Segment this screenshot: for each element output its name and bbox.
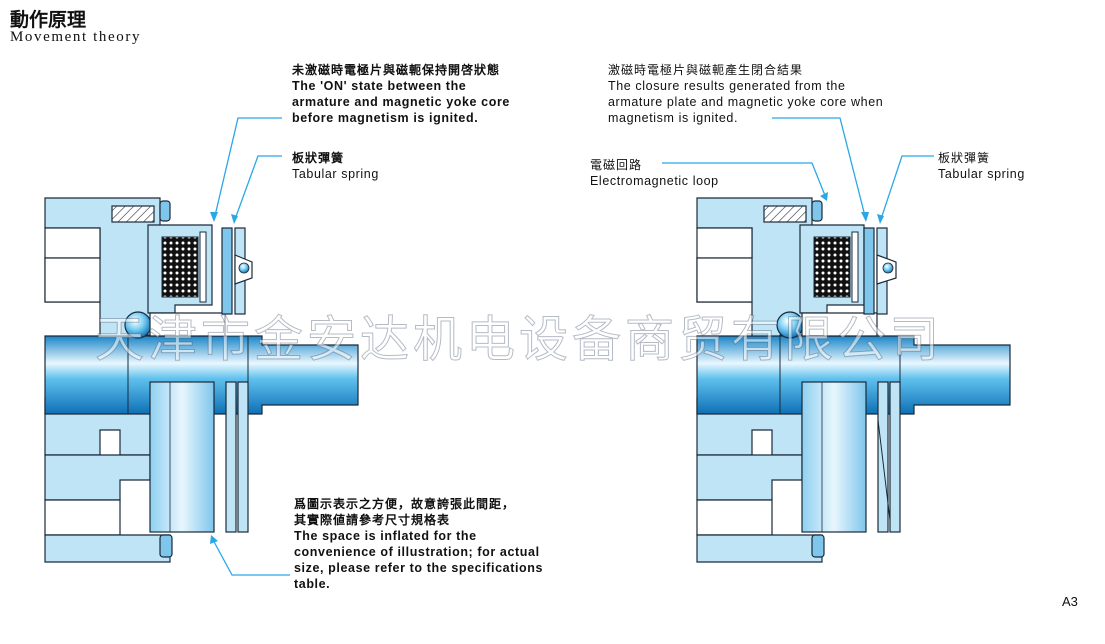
label-closure-en-2: armature plate and magnetic yoke core wh… <box>608 95 884 109</box>
label-loop-zh: 電磁回路 <box>590 158 643 172</box>
label-on-state-en-1: The 'ON' state between the <box>292 79 467 93</box>
label-space-note-zh-2: 其實際値請參考尺寸規格表 <box>294 513 451 527</box>
label-on-state-en-3: before magnetism is ignited. <box>292 111 479 125</box>
leader-lines <box>210 117 934 576</box>
page-number: A3 <box>1062 594 1078 609</box>
label-closure-zh: 激磁時電極片與磁軛產生閉合結果 <box>608 63 804 77</box>
label-closure-en-1: The closure results generated from the <box>608 79 846 93</box>
label-loop-en: Electromagnetic loop <box>590 174 719 188</box>
page-title: 動作原理 <box>10 9 87 31</box>
label-spring-left: 板狀彈簧 Tabular spring <box>292 150 379 182</box>
label-closure-en-3: magnetism is ignited. <box>608 111 739 125</box>
label-spring-right-zh: 板狀彈簧 <box>938 151 991 165</box>
label-space-note-zh-1: 爲圖示表示之方便，故意誇張此間距， <box>294 497 516 511</box>
left-clutch-assembly <box>44 197 359 563</box>
right-clutch-assembly <box>696 197 1011 563</box>
label-space-note-en-2: convenience of illustration; for actual <box>294 545 540 559</box>
label-spring-right-en: Tabular spring <box>938 167 1025 181</box>
label-spring-right: 板狀彈簧 Tabular spring <box>938 150 1025 182</box>
label-on-state: 未激磁時電極片與磁軛保持開啓狀態 The 'ON' state between … <box>292 62 510 126</box>
label-space-note-en-3: size, please refer to the specifications <box>294 561 544 575</box>
page-subtitle: Movement theory <box>10 29 142 45</box>
label-closure: 激磁時電極片與磁軛產生閉合結果 The closure results gene… <box>608 62 883 126</box>
label-spring-left-en: Tabular spring <box>292 167 379 181</box>
label-on-state-en-2: armature and magnetic yoke core <box>292 95 510 109</box>
label-space-note-en-1: The space is inflated for the <box>294 529 477 543</box>
label-space-note-en-4: table. <box>294 577 331 591</box>
label-space-note: 爲圖示表示之方便，故意誇張此間距， 其實際値請參考尺寸規格表 The space… <box>294 496 543 592</box>
label-spring-left-zh: 板狀彈簧 <box>292 151 345 165</box>
label-on-state-zh: 未激磁時電極片與磁軛保持開啓狀態 <box>292 63 501 77</box>
label-loop: 電磁回路 Electromagnetic loop <box>590 157 719 189</box>
